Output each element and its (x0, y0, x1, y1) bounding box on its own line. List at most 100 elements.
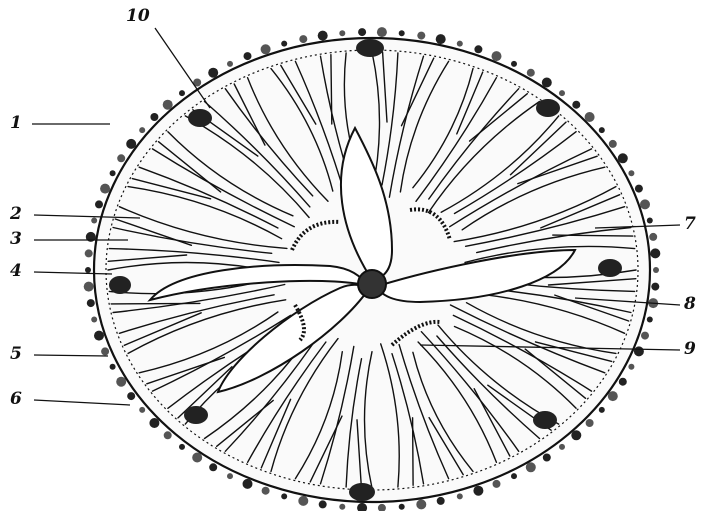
radial-canal-fork (331, 55, 332, 124)
fringe-bump (95, 200, 103, 208)
fringe-bump (227, 61, 233, 67)
fringe-bump (559, 444, 565, 450)
fringe-bump (179, 90, 185, 96)
fringe-bump (628, 364, 634, 370)
bulb-right (598, 259, 622, 277)
fringe-bump (116, 377, 126, 387)
fringe-bump (110, 364, 116, 370)
fringe-bump (599, 407, 605, 413)
fringe-bump (208, 68, 218, 78)
bulb-upper-left (188, 109, 212, 127)
fringe-bump (649, 233, 657, 241)
fringe-bump (640, 199, 650, 209)
fringe-bump (526, 462, 536, 472)
fringe-bump (209, 463, 217, 471)
fringe-bump (339, 504, 345, 510)
fringe-bump (635, 185, 643, 193)
fringe-bump (261, 44, 271, 54)
fringe-bump (618, 153, 628, 163)
fringe-bump (262, 487, 270, 495)
fringe-bump (164, 431, 172, 439)
fringe-bump (127, 392, 135, 400)
fringe-bump (298, 496, 308, 506)
fringe-bump (299, 35, 307, 43)
fringe-bump (100, 184, 110, 194)
label-2: 2 (10, 206, 22, 223)
label-4: 4 (10, 263, 22, 280)
fringe-bump (416, 499, 426, 509)
fringe-bump (436, 34, 446, 44)
fringe-bump (641, 332, 649, 340)
fringe-bump (586, 419, 594, 427)
radial-canal-fork (111, 303, 200, 304)
fringe-bump (457, 493, 463, 499)
fringe-bump (559, 90, 565, 96)
fringe-bump (599, 127, 605, 133)
fringe-bump (492, 51, 502, 61)
label-10: 10 (126, 8, 150, 25)
leader-6 (34, 400, 130, 405)
fringe-bump (227, 473, 233, 479)
bulb-top (356, 39, 384, 57)
fringe-bump (474, 45, 482, 53)
fringe-bump (543, 454, 551, 462)
fringe-bump (572, 101, 580, 109)
fringe-bump (511, 473, 517, 479)
fringe-bump (85, 267, 91, 273)
fringe-bump (281, 41, 287, 47)
fringe-bump (647, 218, 653, 224)
fringe-bump (399, 30, 405, 36)
fringe-bump (110, 170, 116, 176)
bulb-lower-left (184, 406, 208, 424)
fringe-bump (358, 28, 366, 36)
fringe-bump (281, 493, 287, 499)
mouth-center (358, 270, 386, 298)
fringe-bump (493, 480, 501, 488)
label-9: 9 (684, 341, 696, 358)
fringe-bump (87, 299, 95, 307)
fringe-bump (357, 503, 367, 511)
fringe-bump (647, 317, 653, 323)
radial-canal-fork (413, 418, 414, 486)
fringe-bump (417, 32, 425, 40)
fringe-bump (511, 61, 517, 67)
fringe-bump (243, 479, 253, 489)
bulb-bottom (349, 483, 375, 501)
bulb-upper-right (536, 99, 560, 117)
fringe-bump (244, 52, 252, 60)
fringe-bump (457, 41, 463, 47)
fringe-bump (139, 407, 145, 413)
fringe-bump (377, 27, 387, 37)
fringe-bump (437, 497, 445, 505)
fringe-bump (609, 140, 617, 148)
fringe-bump (85, 249, 93, 257)
fringe-bump (473, 486, 483, 496)
label-7: 7 (684, 216, 696, 233)
radial-canal-fork (553, 235, 633, 236)
label-1: 1 (10, 115, 22, 132)
bulb-left (109, 276, 131, 294)
leader-5 (34, 355, 108, 356)
fringe-bump (527, 69, 535, 77)
fringe-bump (650, 248, 660, 258)
fringe-bump (318, 31, 328, 41)
fringe-bump (94, 331, 104, 341)
fringe-bump (378, 504, 386, 511)
fringe-bump (634, 346, 644, 356)
fringe-bump (179, 444, 185, 450)
fringe-bump (651, 283, 659, 291)
fringe-bump (139, 127, 145, 133)
fringe-bump (339, 30, 345, 36)
label-8: 8 (684, 296, 696, 313)
fringe-bump (91, 317, 97, 323)
fringe-bump (399, 504, 405, 510)
fringe-bump (91, 218, 97, 224)
fringe-bump (653, 267, 659, 273)
fringe-bump (628, 170, 634, 176)
fringe-bump (619, 378, 627, 386)
fringe-bump (150, 113, 158, 121)
bulb-lower-right (533, 411, 557, 429)
label-6: 6 (10, 391, 22, 408)
